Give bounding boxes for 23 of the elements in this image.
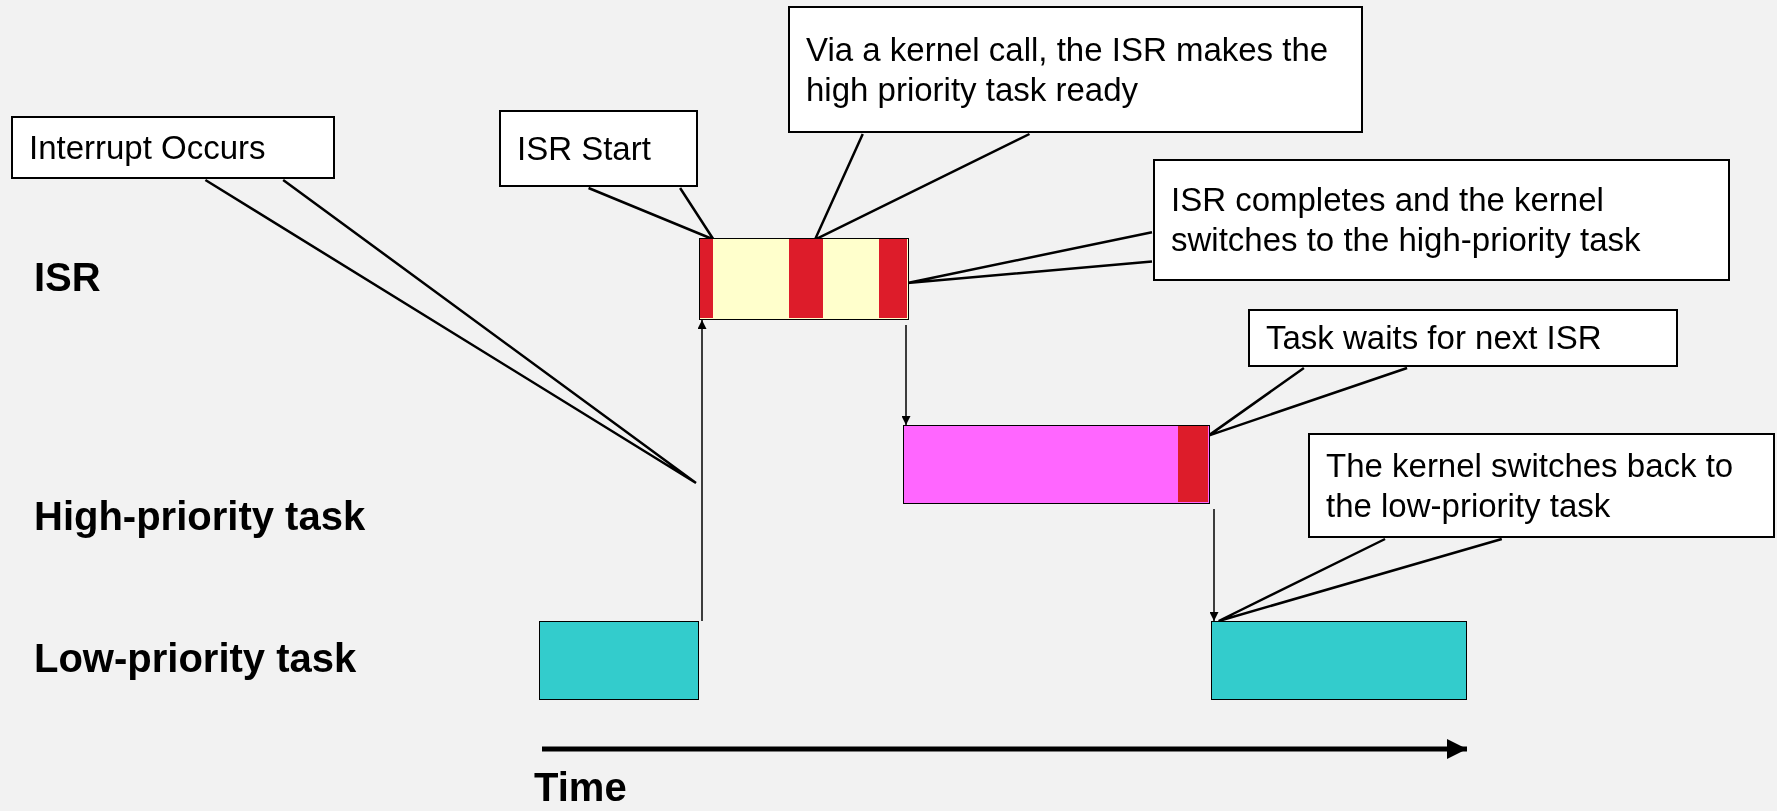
axis-label: Time [534, 765, 627, 810]
leader-line [204, 178, 698, 485]
callout-box: ISR completes and the kernel switches to the high-priority task [1153, 159, 1730, 281]
row-label: Low-priority task [34, 636, 357, 681]
arrow [697, 319, 707, 622]
event-stripe [789, 239, 823, 318]
row-label: High-priority task [34, 494, 366, 539]
callout-box: Task waits for next ISR [1248, 309, 1678, 367]
row-label: ISR [34, 255, 101, 300]
task-bar [903, 425, 1210, 504]
callout-box: ISR Start [499, 110, 698, 187]
event-stripe [1178, 426, 1208, 502]
task-bar [539, 621, 699, 700]
callout-box: Interrupt Occurs [11, 116, 335, 179]
event-stripe [879, 239, 907, 318]
event-stripe [700, 239, 713, 318]
task-bar [699, 238, 909, 320]
arrow [1209, 508, 1219, 622]
callout-box: The kernel switches back to the low-priority task [1308, 433, 1775, 538]
task-bar [1211, 621, 1467, 700]
leader-line [1217, 537, 1504, 623]
arrow [901, 324, 911, 426]
callout-box: Via a kernel call, the ISR makes the high priority task ready [788, 6, 1363, 133]
